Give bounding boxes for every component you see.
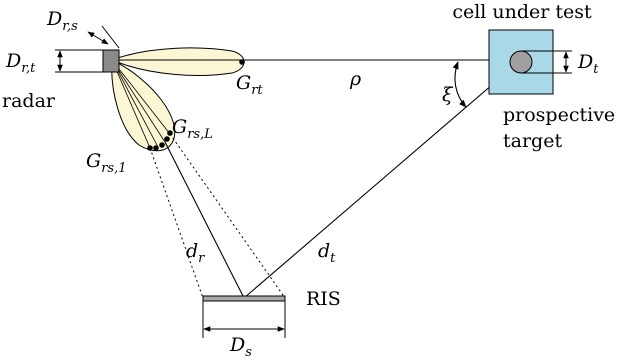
symbol-D-rt: Dr,t — [5, 50, 36, 76]
ris-panel — [202, 295, 286, 302]
cell-under-test-label: cell under test — [452, 1, 592, 23]
xi-angle-arc — [452, 61, 467, 108]
ris-label: RIS — [306, 288, 341, 310]
symbol-G-rs1: Grs,1 — [86, 150, 126, 176]
ris-to-target-path — [243, 59, 522, 299]
ris-lobe-element-dots — [147, 130, 173, 151]
symbol-G-rsL: Grs,L — [172, 116, 213, 142]
target-size-dimension — [521, 50, 572, 74]
ris-lobe-rays — [111, 59, 171, 149]
radar-label: radar — [2, 90, 56, 112]
symbol-rho: ρ — [349, 68, 362, 90]
radar-ris-beam-lobe — [111, 59, 176, 152]
ris-aperture-dotted-lines — [149, 133, 286, 299]
radar-box — [102, 49, 120, 73]
radar-height-dimension — [55, 49, 103, 73]
ris-size-dimension — [202, 301, 286, 338]
symbol-xi: ξ — [442, 84, 454, 106]
radar-to-ris-path — [164, 141, 245, 299]
symbol-D-s: Ds — [229, 334, 252, 360]
symbol-D-rs: Dr,s — [46, 8, 78, 34]
symbol-d-t: dt — [318, 240, 336, 266]
radar-width-dimension — [87, 25, 120, 49]
prospective-target-circle — [509, 50, 533, 74]
target-label: target — [503, 130, 562, 152]
symbol-G-rt: Grt — [236, 72, 263, 98]
beam-tip-dot — [239, 59, 245, 65]
prospective-label: prospective — [503, 104, 615, 126]
symbol-d-r: dr — [186, 240, 205, 266]
symbol-D-t: Dt — [577, 51, 599, 77]
